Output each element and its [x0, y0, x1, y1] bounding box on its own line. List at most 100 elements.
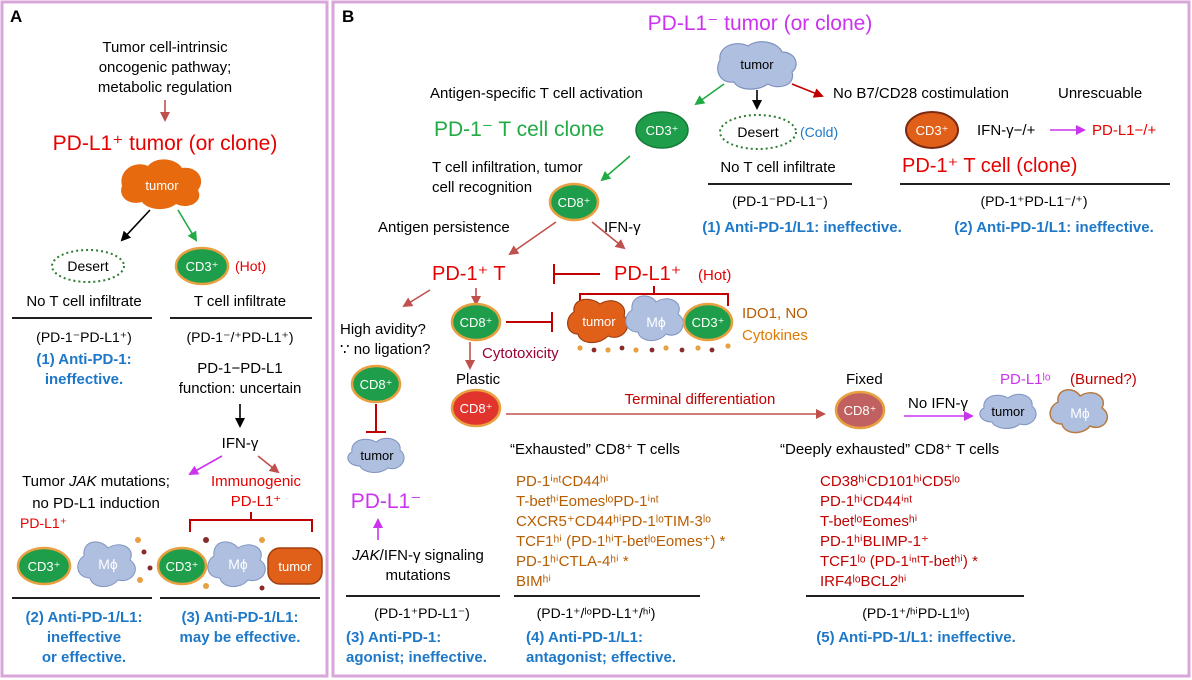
pd1-t: PD-1⁺ T: [432, 263, 506, 285]
macrophage-b-burned: Mϕ: [1049, 389, 1108, 434]
arrow-to-cd8: [600, 155, 631, 182]
panel-a-frame: [0, 0, 329, 678]
pheno-b4: (PD-1⁺/ˡᵒPD-L1⁺/ʰⁱ): [537, 605, 656, 621]
fixed: Fixed: [846, 371, 883, 388]
no-b7: No B7/CD28 costimulation: [833, 85, 1009, 102]
intrinsic-line-2: oncogenic pathway;: [99, 59, 232, 76]
desert-ellipse-a: [51, 249, 125, 283]
pdl1-hot: PD-L1⁺: [614, 263, 681, 285]
panel-b-frame: [331, 0, 1191, 678]
no-infiltrate-a: No T cell infiltrate: [26, 293, 141, 310]
pheno-b3: (PD-1⁺PD-L1⁻): [374, 605, 470, 621]
no-infiltrate-b: No T cell infiltrate: [720, 159, 835, 176]
tumor-cell-a-bottom: tumor: [267, 547, 323, 585]
cd3-cell-a-bottom-left: CD3⁺: [16, 546, 72, 586]
hot-label-a: (Hot): [235, 258, 266, 274]
desert-ellipse-b: [719, 114, 797, 150]
exh-marker-1: PD-1ⁱⁿᵗCD44ʰⁱ: [516, 473, 608, 490]
outcome-b4-line1: (4) Anti-PD-1/L1:: [526, 629, 643, 646]
immunogenic-line2: PD-L1⁺: [231, 493, 281, 510]
plastic: Plastic: [456, 371, 501, 388]
exh-marker-4: TCF1ʰⁱ (PD-1ʰⁱT-betˡᵒEomes⁺) *: [516, 533, 726, 550]
intrinsic-line-3: metabolic regulation: [98, 79, 232, 96]
outcome-a2-line3: or effective.: [42, 649, 126, 666]
outcome-b3-line2: agonist; ineffective.: [346, 649, 487, 666]
exh-marker-5: PD-1ʰⁱCTLA-4ʰⁱ *: [516, 553, 629, 570]
tumor-cell-b-burned: tumor: [979, 393, 1037, 429]
deep-marker-5: TCF1ˡᵒ (PD-1ⁱⁿᵗT-betʰⁱ) *: [820, 553, 978, 570]
outcome-b5: (5) Anti-PD-1/L1: ineffective.: [816, 629, 1015, 646]
deep-marker-6: IRF4ˡᵒBCL2ʰⁱ: [820, 573, 906, 590]
deep-marker-4: PD-1ʰⁱBLIMP-1⁺: [820, 533, 929, 550]
macrophage-b-tme: Mϕ: [625, 295, 684, 341]
panel-b-letter: B: [342, 7, 354, 26]
exhausted: “Exhausted” CD8⁺ T cells: [510, 441, 680, 458]
immunogenic-line1: Immunogenic: [211, 473, 302, 490]
cd3-cell-a-bottom-right: CD3⁺: [156, 546, 208, 586]
pheno-b1: (PD-1⁻PD-L1⁻): [732, 193, 828, 209]
function-line2: function: uncertain: [179, 380, 302, 397]
arrow-to-pd1t: [508, 221, 557, 256]
arrow-to-avidity: [402, 289, 431, 308]
macro-label-a1: Mϕ: [98, 556, 118, 572]
cytokine-dot: [203, 537, 209, 543]
arrow-to-activation: [694, 83, 725, 106]
cytokines: Cytokines: [742, 327, 808, 344]
outcome-a1-line2: ineffective.: [45, 371, 123, 388]
cd8-cell-b-plastic: CD8⁺: [450, 388, 502, 428]
terminal: Terminal differentiation: [625, 391, 776, 408]
tumor-cell-a: tumor: [121, 159, 202, 210]
tumor-label-b2: tumor: [582, 314, 616, 329]
pdl1lo: PD-L1ˡᵒ: [1000, 371, 1051, 388]
inhibit-avidity: [366, 404, 386, 433]
cytokine-dot: [135, 537, 141, 543]
outcome-b2: (2) Anti-PD-1/L1: ineffective.: [954, 219, 1153, 236]
macrophage-a-left: Mϕ: [77, 541, 136, 587]
hot-label-b: (Hot): [698, 267, 731, 284]
tumor-label-b1: tumor: [740, 57, 774, 72]
infiltration-line1: T cell infiltration, tumor: [432, 159, 583, 176]
deeply: “Deeply exhausted” CD8⁺ T cells: [780, 441, 999, 458]
deep-marker-2: PD-1ʰⁱCD44ⁱⁿᵗ: [820, 493, 912, 510]
infiltrate-a: T cell infiltrate: [194, 293, 286, 310]
macrophage-a-right: Mϕ: [207, 541, 266, 587]
tumor-label-b4: tumor: [991, 404, 1025, 419]
desert-label-a: Desert: [67, 258, 108, 274]
cytokine-dot: [259, 537, 265, 543]
cytokine-dots-b: [577, 343, 731, 353]
intrinsic-line-1: Tumor cell-intrinsic: [102, 39, 228, 56]
ifng-a: IFN-γ: [222, 435, 259, 452]
cd3-label-b: CD3⁺: [646, 123, 679, 138]
arrow-to-immunogenic-a: [257, 455, 280, 474]
macro-label-a2: Mϕ: [228, 556, 248, 572]
outcome-b3-line1: (3) Anti-PD-1:: [346, 629, 441, 646]
cd3-cell-b-tme: CD3⁺: [682, 302, 734, 342]
cd3-label-b2: CD3⁺: [916, 123, 949, 138]
tumor-label-a2: tumor: [278, 559, 312, 574]
cd8-cell-b-top: CD8⁺: [548, 182, 600, 222]
exh-marker-3: CXCR5⁺CD44ʰⁱPD-1ˡᵒTIM-3ˡᵒ: [516, 513, 711, 530]
bracket-immunogenic: [189, 512, 313, 532]
tumor-cell-b-tme: tumor: [567, 298, 629, 344]
tumor-cell-b-avidity: tumor: [347, 437, 405, 473]
cd8-label-b2: CD8⁺: [460, 315, 493, 330]
exh-marker-6: BIMʰⁱ: [516, 573, 551, 590]
pheno-a1: (PD-1⁻PD-L1⁺): [36, 329, 132, 345]
cytokine-dot: [137, 577, 143, 583]
unrescuable: Unrescuable: [1058, 85, 1142, 102]
ifng-pm: IFN-γ−/+: [977, 122, 1036, 139]
outcome-a1-line1: (1) Anti-PD-1:: [36, 351, 131, 368]
cd8-label-b1: CD8⁺: [558, 195, 591, 210]
inhibit-cd8-to-tme: [506, 312, 553, 332]
arrow-to-jak-a: [188, 455, 223, 475]
pdl1neg: PD-L1⁻: [351, 490, 422, 513]
outcome-a2-line2: ineffective: [47, 629, 121, 646]
pd1pos-clone: PD-1⁺ T cell (clone): [902, 155, 1077, 177]
jak-line1: Tumor JAK mutations;: [22, 473, 170, 490]
cold-label: (Cold): [800, 124, 838, 140]
deep-marker-1: CD38ʰⁱCD101ʰⁱCD5ˡᵒ: [820, 473, 960, 490]
cd3-cell-b: CD3⁺: [635, 111, 689, 149]
cd8-cell-b-fixed: CD8⁺: [834, 390, 886, 430]
cytokine-dot: [141, 549, 147, 555]
